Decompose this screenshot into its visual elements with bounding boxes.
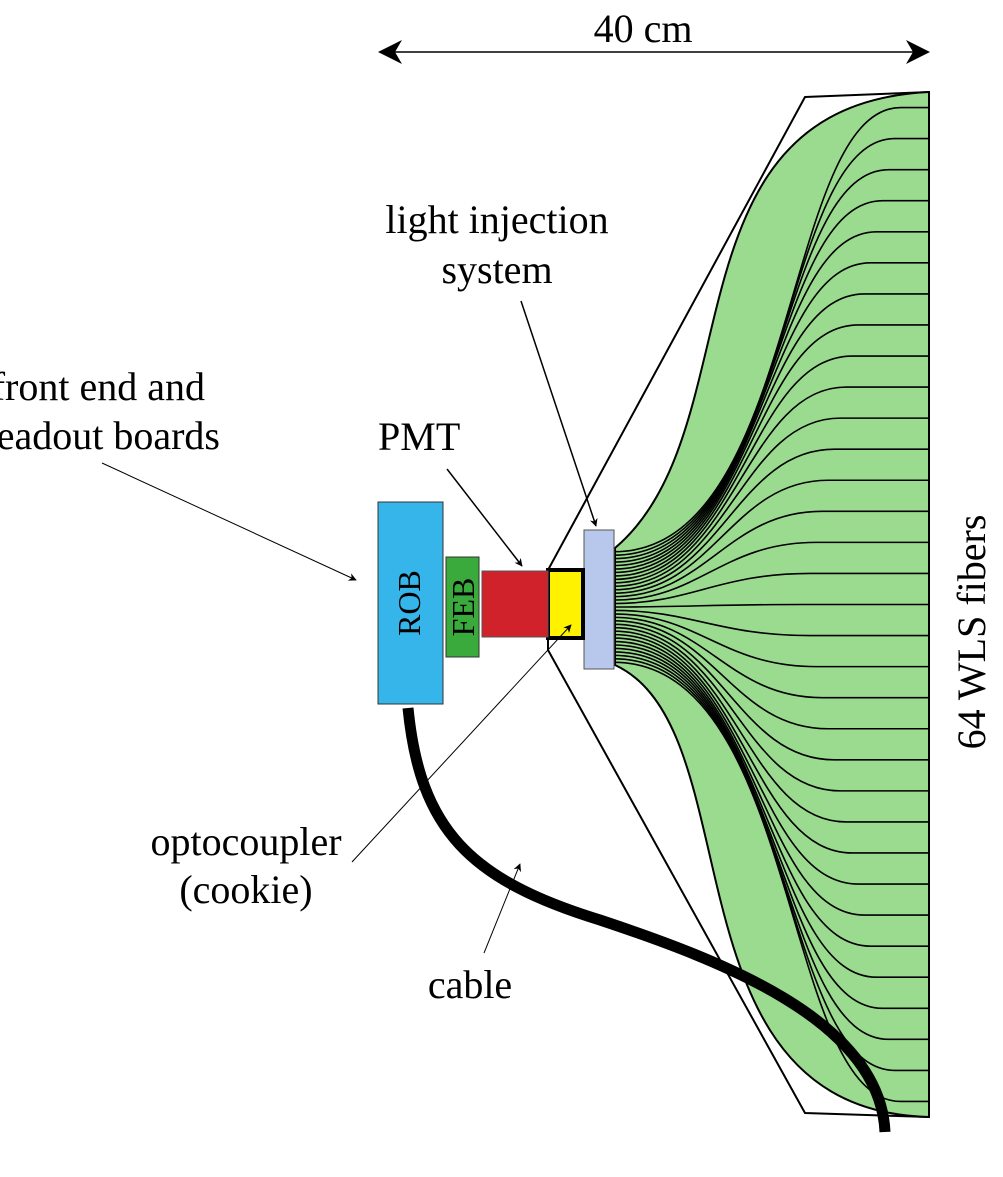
pmt-pointer (446, 468, 523, 567)
fiber-line (613, 199, 929, 563)
cable-label: cable (428, 962, 512, 1007)
fiber-line (613, 633, 929, 854)
fiber-line (613, 137, 929, 556)
dimension-arrow (378, 40, 930, 64)
front-end-label-line1: front end and (0, 364, 205, 409)
pmt-label: PMT (378, 414, 460, 459)
rob-label: ROB (391, 570, 427, 636)
wls-fiber-bundle (613, 90, 930, 1119)
light-injection-pointer (520, 300, 598, 527)
optocoupler-label-line2: (cookie) (179, 867, 312, 912)
fiber-line (613, 644, 929, 947)
optocoupler-cookie (546, 568, 585, 640)
fiber-line (613, 541, 929, 601)
fiber-line (613, 630, 929, 823)
fiber-line (613, 510, 929, 598)
fiber-line (613, 262, 929, 570)
fiber-line (613, 448, 929, 591)
light-injection-label-line1: light injection (385, 197, 608, 242)
fiber-line (613, 603, 929, 608)
feb-board (445, 556, 480, 658)
fiber-line (613, 355, 929, 581)
fiber-line (613, 661, 929, 1103)
fiber-line (613, 386, 929, 584)
optocoupler-label-line1: optocoupler (150, 819, 341, 864)
fiber-line (613, 168, 929, 560)
light-injection-label-line2: system (441, 247, 552, 292)
fibers-label: 64 WLS fibers (949, 515, 994, 750)
fiber-line (613, 417, 929, 588)
fiber-line (613, 324, 929, 577)
front-end-pointer (101, 462, 357, 581)
fiber-line (613, 293, 929, 574)
front-end-label-line2: readout boards (0, 413, 220, 458)
fiber-line (613, 620, 929, 730)
fiber-line (613, 637, 929, 885)
fiber-line (613, 572, 929, 605)
fiber-line (613, 651, 929, 1010)
fiber-line (613, 609, 929, 637)
optocoupler-pointer (351, 624, 572, 863)
fiber-line (613, 613, 929, 668)
fiber-line (613, 623, 929, 761)
feb-label: FEB (445, 578, 481, 637)
fiber-line (613, 647, 929, 979)
dimension-label: 40 cm (594, 6, 693, 51)
fiber-line (613, 230, 929, 567)
fiber-line (613, 479, 929, 594)
pmt-block (481, 570, 549, 638)
cable-pointer (483, 863, 522, 954)
cable (402, 707, 891, 1133)
fiber-line (613, 626, 929, 792)
fiber-line (613, 640, 929, 916)
rob-board (377, 501, 444, 705)
fiber-line (613, 616, 929, 699)
light-injection-plate (583, 529, 615, 670)
